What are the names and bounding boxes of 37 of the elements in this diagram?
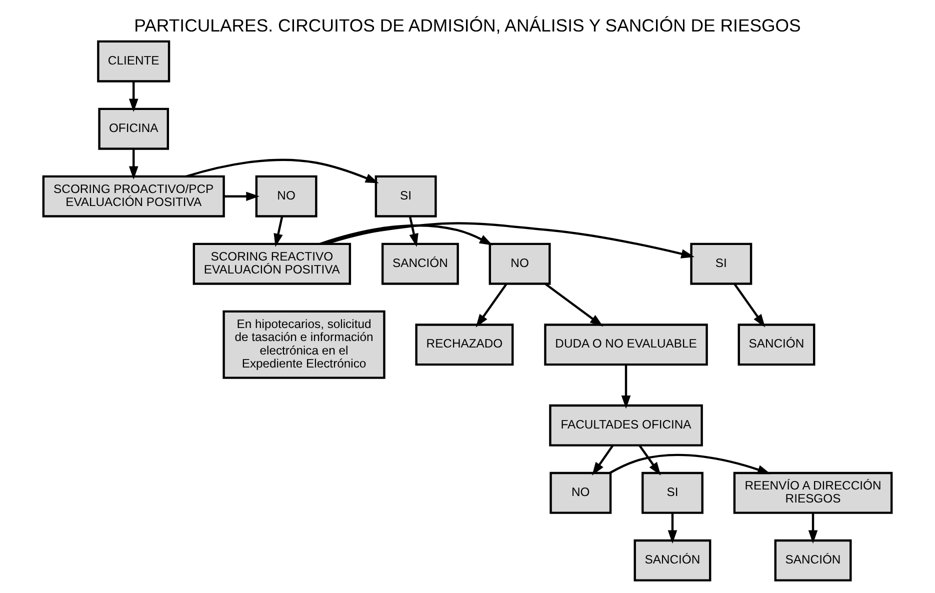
arrow — [592, 444, 614, 476]
node-box: REENVÍO A DIRECCIÓN RIESGOS — [733, 472, 893, 514]
node-box: NO — [255, 175, 318, 218]
arrow — [128, 81, 138, 112]
diagram-title: PARTICULARES. CIRCUITOS DE ADMISIÓN, ANÁLISIS Y SANCIÓN DE RIESGOS — [134, 15, 801, 36]
arrow — [325, 222, 695, 258]
arrow — [808, 512, 818, 544]
arrow — [734, 283, 766, 328]
node-box: SANCIÓN — [381, 242, 459, 285]
arrow — [274, 216, 284, 247]
node-box: OFICINA — [98, 108, 170, 150]
node-box: RECHAZADO — [415, 324, 514, 366]
node-box: NO — [488, 242, 551, 285]
arrow — [609, 454, 771, 474]
arrow — [408, 216, 418, 247]
arrow — [668, 512, 678, 544]
node-box: SI — [642, 472, 704, 514]
arrow — [544, 283, 604, 327]
arrow — [128, 148, 138, 180]
arrow — [621, 364, 631, 409]
arrow — [320, 224, 493, 246]
node-box: SANCIÓN — [774, 539, 852, 582]
node-box: DUDA O NO EVALUABLE — [544, 324, 708, 366]
arrow — [186, 158, 379, 184]
node-box: FACULTADES OFICINA — [549, 404, 703, 446]
node-box: NO — [550, 472, 612, 514]
node-box: SANCIÓN — [634, 539, 712, 582]
node-box: SI — [374, 175, 437, 218]
node-box: En hipotecarios, solicitud de tasación e información electrónica en el Expediente Electrónico — [222, 310, 386, 379]
node-box: SANCIÓN — [738, 324, 816, 366]
arrow — [224, 192, 260, 202]
arrow — [638, 444, 661, 476]
node-box: SCORING REACTIVO EVALUACIÓN POSITIVA — [192, 242, 352, 285]
arrow — [476, 283, 508, 328]
node-box: SI — [690, 242, 752, 285]
node-box: CLIENTE — [97, 40, 170, 82]
node-box: SCORING PROACTIVO/PCP EVALUACIÓN POSITIVA — [42, 175, 225, 218]
